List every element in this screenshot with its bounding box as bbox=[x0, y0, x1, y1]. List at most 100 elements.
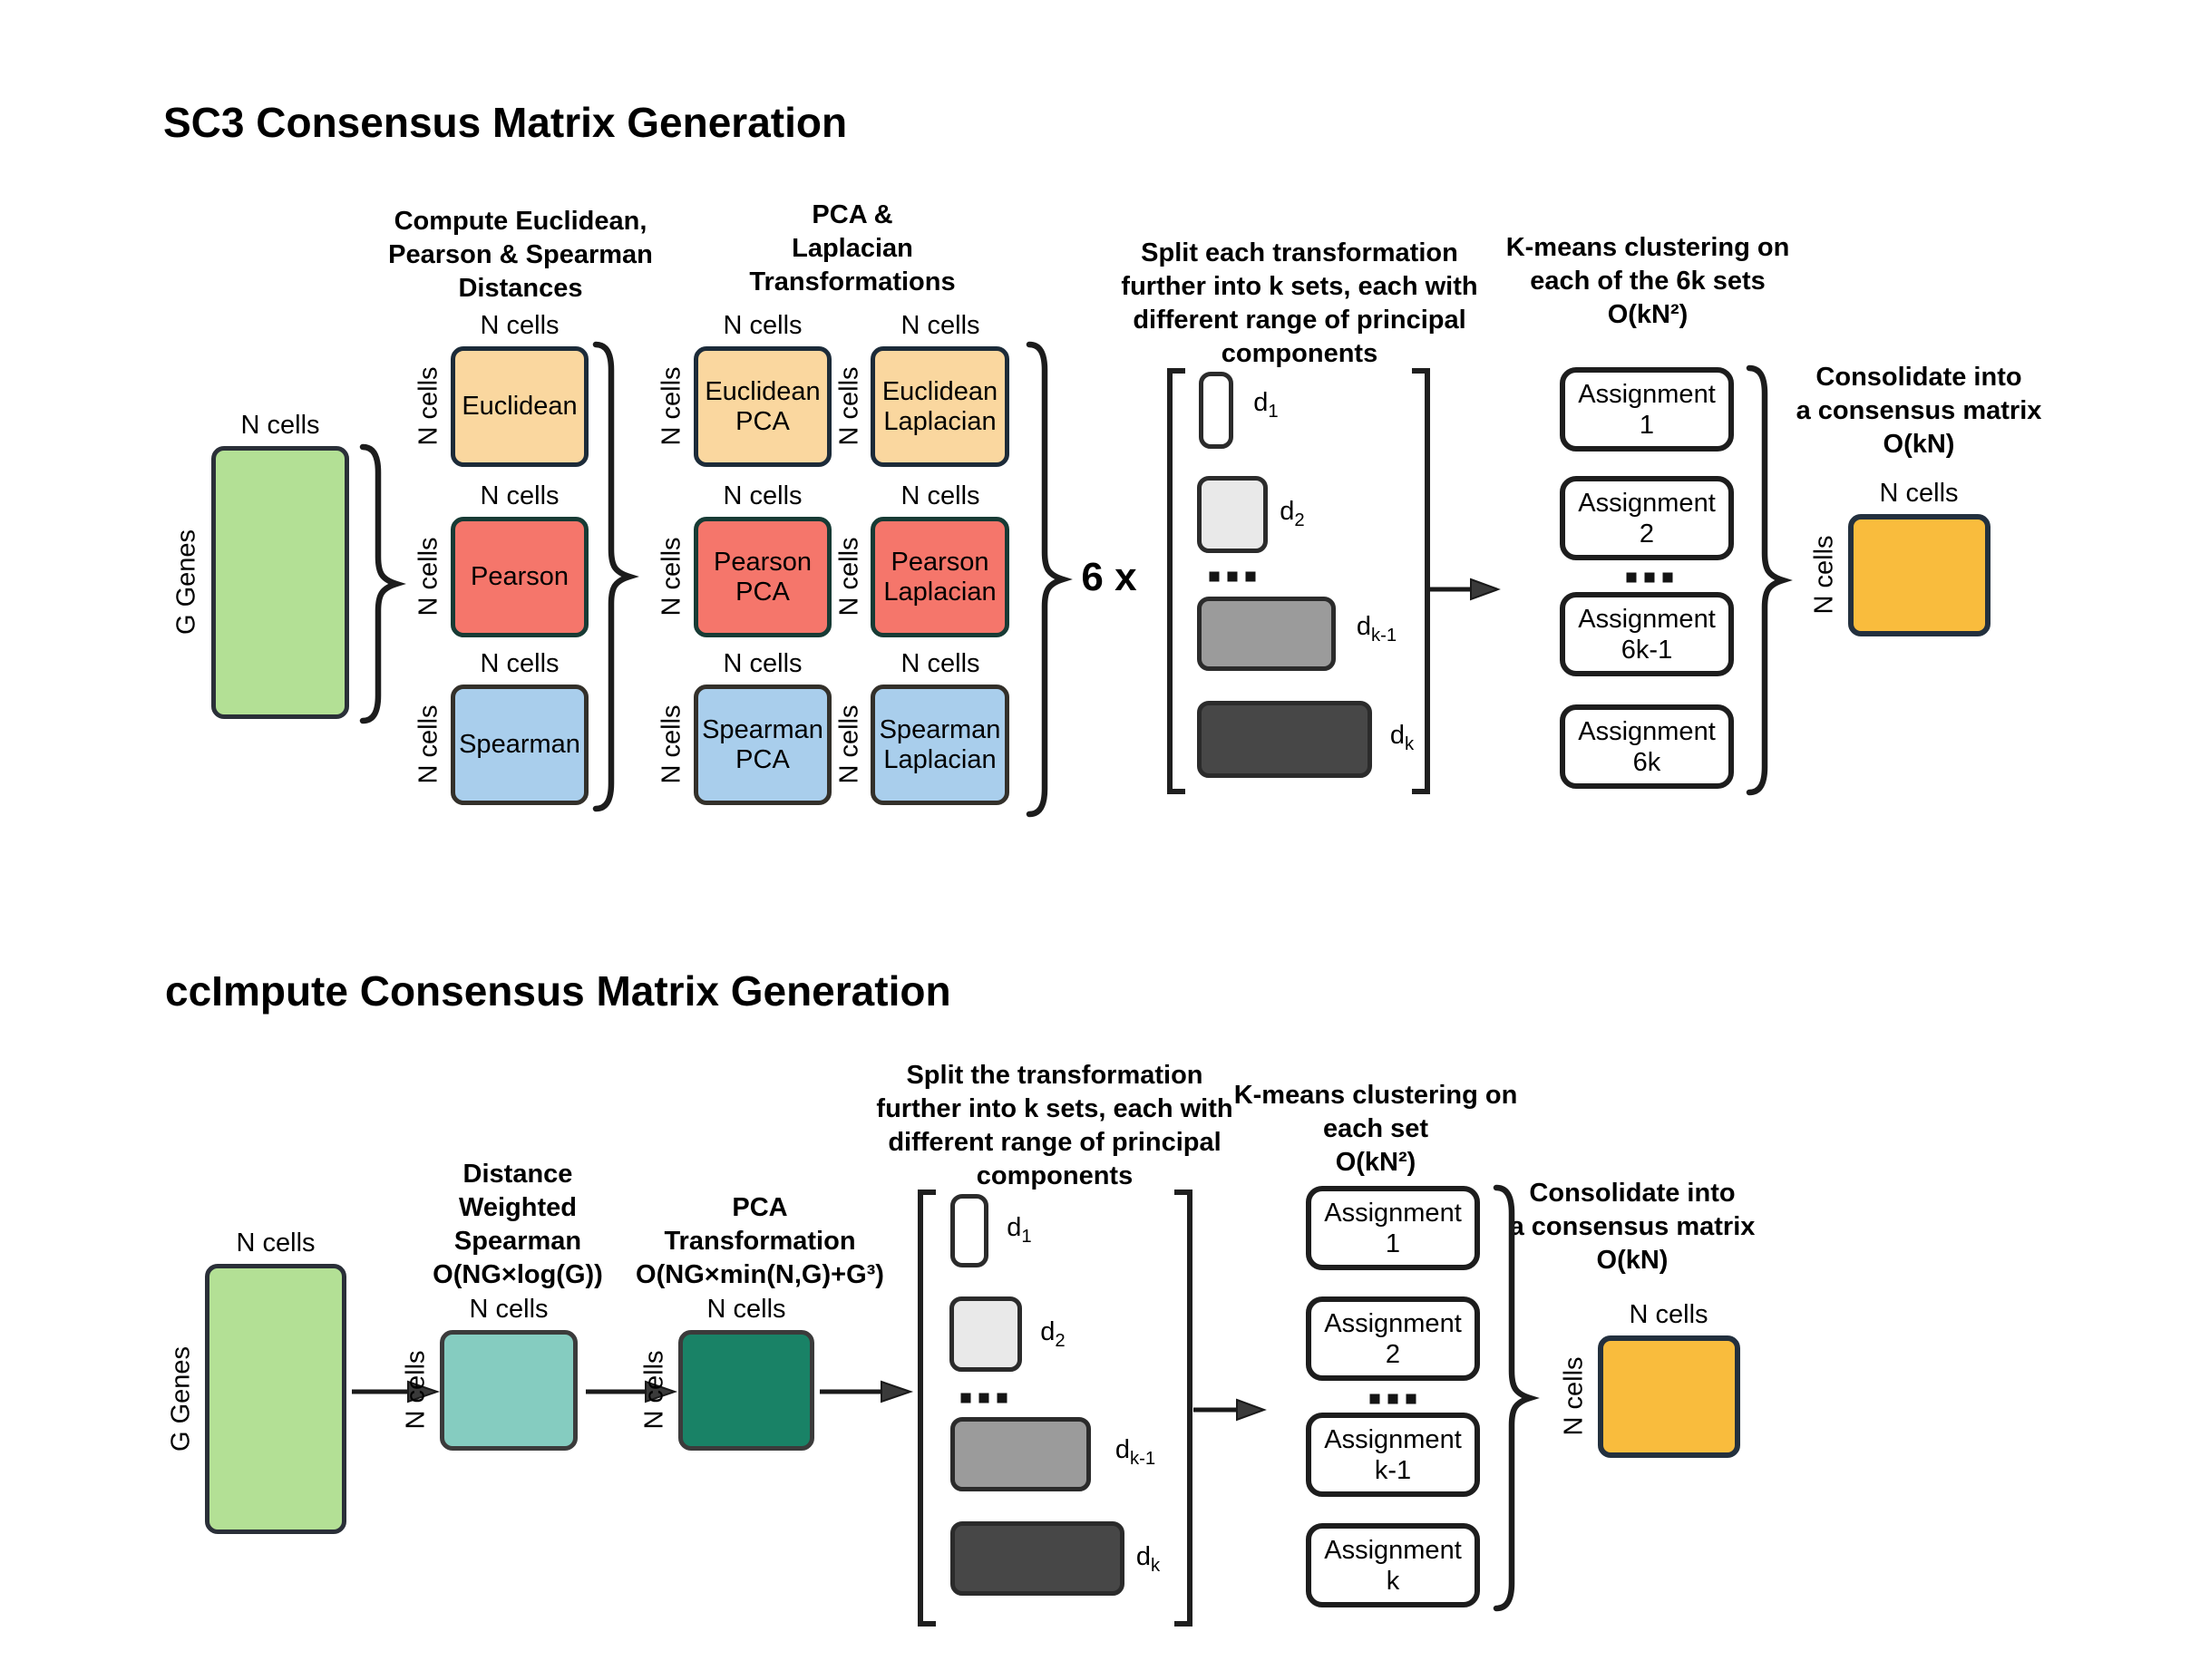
sc3-input-top-label: N cells bbox=[240, 411, 320, 440]
sc3-pearson-side-label: N cells bbox=[414, 537, 443, 617]
sc3-dset-bracket-left bbox=[1167, 368, 1185, 794]
sc3-spearman-pca-matrix: Spearman PCA bbox=[694, 685, 832, 805]
ccimpute-arrow-to-assignments bbox=[1193, 1398, 1267, 1422]
ccimpute-d2-label: d2 bbox=[1040, 1317, 1066, 1351]
ccimpute-assignment-ellipsis bbox=[1369, 1394, 1416, 1404]
ccimpute-dk1-box bbox=[950, 1417, 1091, 1491]
sc3-pearson-laplacian-top-label: N cells bbox=[900, 481, 980, 510]
ccimpute-dk-box bbox=[950, 1521, 1124, 1596]
sc3-pearson-laplacian-side-label: N cells bbox=[834, 537, 864, 617]
ccimpute-assignment-k1: Assignment k-1 bbox=[1306, 1413, 1480, 1497]
sc3-euclidean-top-label: N cells bbox=[480, 311, 560, 340]
sc3-pearson-pca-side-label: N cells bbox=[657, 537, 686, 617]
ccimpute-input-top-label: N cells bbox=[236, 1228, 316, 1258]
ccimpute-d1-label: d1 bbox=[1007, 1213, 1032, 1247]
ccimpute-d2-box bbox=[949, 1296, 1022, 1372]
sc3-euclidean-side-label: N cells bbox=[414, 366, 443, 446]
sc3-d2-label: d2 bbox=[1280, 497, 1305, 530]
ccimpute-weighted-matrix bbox=[440, 1330, 578, 1451]
sc3-consensus-side-label: N cells bbox=[1809, 535, 1839, 615]
ccimpute-arrow-3 bbox=[820, 1380, 914, 1403]
ccimpute-assignment-2: Assignment 2 bbox=[1306, 1296, 1480, 1381]
ccimpute-arrow-2 bbox=[586, 1380, 678, 1403]
sc3-transforms-brace bbox=[1026, 341, 1073, 818]
sc3-dk-box bbox=[1197, 701, 1372, 778]
sc3-spearman-matrix: Spearman bbox=[451, 685, 589, 805]
sc3-dset-bracket-right bbox=[1412, 368, 1430, 794]
ccimpute-heading-consolidate: Consolidate into a consensus matrix O(kN… bbox=[1509, 1179, 1756, 1275]
ccimpute-dset-ellipsis bbox=[960, 1393, 1007, 1403]
ccimpute-assignment-k: Assignment k bbox=[1306, 1523, 1480, 1607]
sc3-distances-brace bbox=[592, 341, 639, 812]
sc3-multiplier: 6 x bbox=[1081, 555, 1137, 599]
ccimpute-weighted-top-label: N cells bbox=[469, 1295, 549, 1324]
ccimpute-heading-pca: PCA Transformation O(NG×min(N,G)+G³) bbox=[636, 1193, 884, 1289]
sc3-input-brace bbox=[359, 443, 406, 724]
ccimpute-weighted-side-label: N cells bbox=[401, 1350, 431, 1430]
sc3-spearman-pca-side-label: N cells bbox=[657, 704, 686, 784]
sc3-spearman-side-label: N cells bbox=[414, 704, 443, 784]
sc3-assignment-2: Assignment 2 bbox=[1560, 476, 1734, 560]
sc3-pearson-top-label: N cells bbox=[480, 481, 560, 510]
ccimpute-input-matrix bbox=[205, 1264, 346, 1534]
sc3-euclidean-matrix: Euclidean bbox=[451, 346, 589, 467]
sc3-spearman-top-label: N cells bbox=[480, 649, 560, 678]
sc3-consensus-matrix bbox=[1848, 514, 1990, 636]
ccimpute-heading-kmeans: K-means clustering on each set O(kN²) bbox=[1233, 1081, 1518, 1177]
ccimpute-heading-weighted: Distance Weighted Spearman O(NG×log(G)) bbox=[433, 1160, 603, 1289]
ccimpute-pca-top-label: N cells bbox=[706, 1295, 786, 1324]
sc3-euclidean-pca-side-label: N cells bbox=[657, 366, 686, 446]
ccimpute-input-side-label: G Genes bbox=[166, 1345, 196, 1452]
sc3-input-side-label: G Genes bbox=[171, 529, 201, 636]
sc3-spearman-pca-top-label: N cells bbox=[723, 649, 803, 678]
sc3-spearman-laplacian-matrix: Spearman Laplacian bbox=[871, 685, 1009, 805]
ccimpute-pca-side-label: N cells bbox=[639, 1350, 669, 1430]
sc3-heading-consolidate: Consolidate into a consensus matrix O(kN… bbox=[1796, 363, 2042, 459]
ccimpute-d1-box bbox=[950, 1194, 988, 1267]
ccimpute-assignments-brace bbox=[1493, 1184, 1540, 1612]
sc3-dset-ellipsis bbox=[1209, 571, 1256, 582]
sc3-euclidean-pca-matrix: Euclidean PCA bbox=[694, 346, 832, 467]
sc3-assignment-6k: Assignment 6k bbox=[1560, 704, 1734, 789]
sc3-pearson-matrix: Pearson bbox=[451, 517, 589, 637]
ccimpute-title: ccImpute Consensus Matrix Generation bbox=[165, 967, 951, 1015]
sc3-d2-box bbox=[1197, 476, 1268, 553]
sc3-euclidean-laplacian-side-label: N cells bbox=[834, 366, 864, 446]
sc3-heading-transforms: PCA & Laplacian Transformations bbox=[749, 200, 956, 296]
sc3-dk-label: dk bbox=[1389, 721, 1415, 754]
sc3-spearman-laplacian-top-label: N cells bbox=[900, 649, 980, 678]
ccimpute-dk1-label: dk-1 bbox=[1114, 1435, 1156, 1469]
sc3-heading-split: Split each transformation further into k… bbox=[1121, 238, 1478, 368]
ccimpute-dk-label: dk bbox=[1135, 1542, 1161, 1576]
sc3-d1-label: d1 bbox=[1253, 388, 1279, 422]
sc3-dk1-box bbox=[1197, 597, 1336, 671]
sc3-heading-kmeans: K-means clustering on each of the 6k set… bbox=[1505, 233, 1790, 329]
ccimpute-consensus-matrix bbox=[1598, 1335, 1740, 1458]
sc3-consensus-top-label: N cells bbox=[1879, 479, 1959, 508]
ccimpute-consensus-side-label: N cells bbox=[1559, 1356, 1589, 1436]
ccimpute-pca-matrix bbox=[678, 1330, 814, 1451]
sc3-spearman-laplacian-side-label: N cells bbox=[834, 704, 864, 784]
ccimpute-assignment-1: Assignment 1 bbox=[1306, 1186, 1480, 1270]
sc3-title: SC3 Consensus Matrix Generation bbox=[163, 99, 848, 146]
sc3-input-matrix bbox=[211, 446, 349, 719]
ccimpute-dset-bracket-left bbox=[918, 1190, 936, 1627]
sc3-assignment-6k1: Assignment 6k-1 bbox=[1560, 592, 1734, 676]
sc3-dk1-label: dk-1 bbox=[1356, 612, 1397, 646]
sc3-pearson-pca-top-label: N cells bbox=[723, 481, 803, 510]
sc3-arrow-to-assignments bbox=[1429, 578, 1501, 601]
sc3-assignment-1: Assignment 1 bbox=[1560, 367, 1734, 452]
ccimpute-heading-split: Split the transformation further into k … bbox=[876, 1061, 1233, 1190]
sc3-euclidean-pca-top-label: N cells bbox=[723, 311, 803, 340]
sc3-pearson-laplacian-matrix: Pearson Laplacian bbox=[871, 517, 1009, 637]
sc3-d1-box bbox=[1199, 372, 1233, 449]
ccimpute-dset-bracket-right bbox=[1174, 1190, 1192, 1627]
sc3-pearson-pca-matrix: Pearson PCA bbox=[694, 517, 832, 637]
sc3-euclidean-laplacian-matrix: Euclidean Laplacian bbox=[871, 346, 1009, 467]
sc3-euclidean-laplacian-top-label: N cells bbox=[900, 311, 980, 340]
ccimpute-consensus-top-label: N cells bbox=[1629, 1300, 1708, 1329]
sc3-assignments-brace bbox=[1746, 364, 1793, 796]
sc3-assignment-ellipsis bbox=[1626, 572, 1673, 583]
ccimpute-arrow-1 bbox=[352, 1380, 441, 1403]
